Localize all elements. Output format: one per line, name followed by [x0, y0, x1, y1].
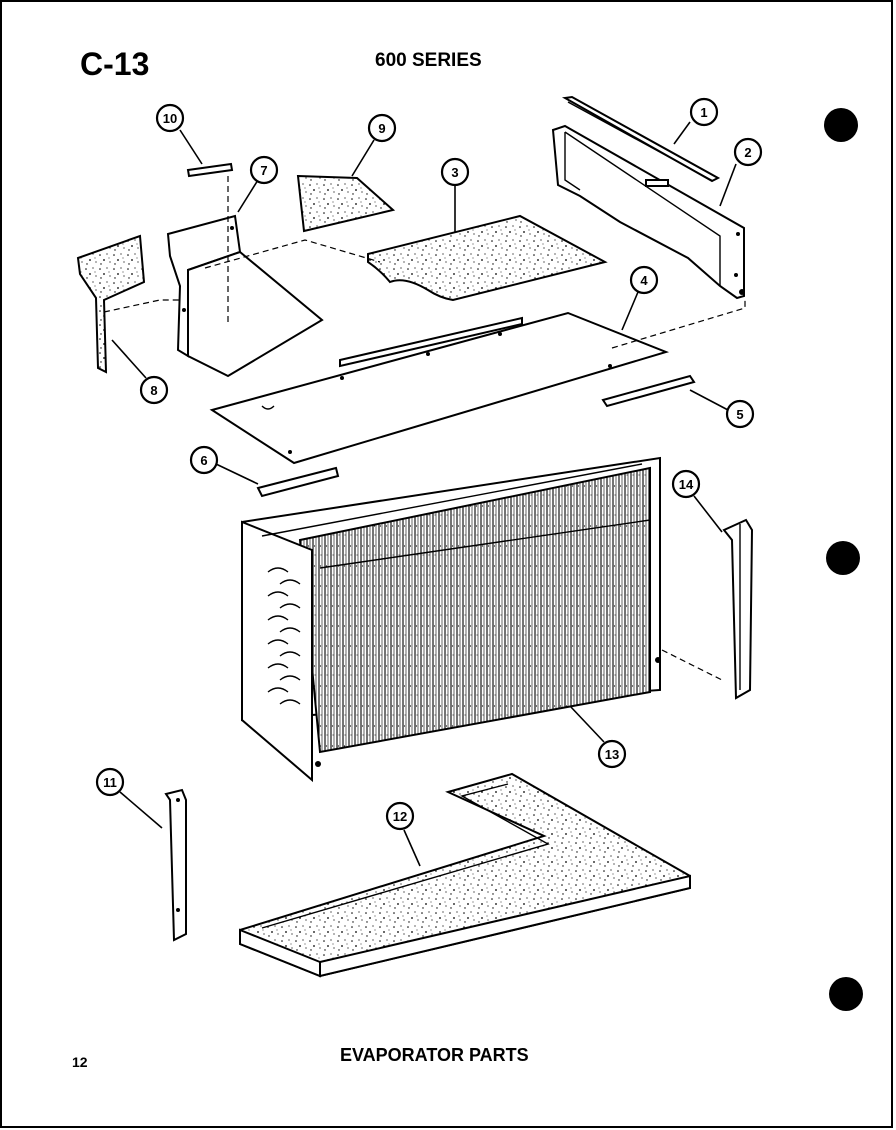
callout-9: 9: [351, 113, 397, 177]
callout-7: 7: [237, 155, 279, 213]
svg-text:3: 3: [451, 165, 458, 180]
part-9-triangle-pad: [296, 174, 396, 233]
part-1-rail: [561, 95, 721, 183]
binder-hole-top: [824, 108, 858, 142]
part-12-base-pan: [239, 772, 691, 978]
part-4-top-cover: [209, 311, 670, 465]
callout-12: 12: [385, 801, 421, 867]
assembly-dashed-lines: [103, 176, 746, 681]
svg-text:10: 10: [163, 111, 177, 126]
series-title: 600 SERIES: [375, 50, 482, 71]
callout-14: 14: [671, 469, 723, 533]
callout-10: 10: [155, 103, 203, 165]
callout-11: 11: [95, 767, 163, 829]
svg-text:9: 9: [378, 121, 385, 136]
part-3-insulation-pad: [367, 214, 608, 302]
part-2-side-panel: [551, 124, 745, 300]
callout-6: 6: [189, 445, 259, 485]
svg-text:7: 7: [260, 163, 267, 178]
callout-8: 8: [111, 339, 169, 405]
callout-3: 3: [440, 157, 470, 232]
svg-text:8: 8: [150, 383, 157, 398]
part-13-evaporator-coil: [241, 456, 661, 783]
svg-text:14: 14: [679, 477, 694, 492]
part-5-strip: [601, 374, 696, 408]
callout-1: 1: [673, 97, 719, 145]
svg-text:12: 12: [393, 809, 407, 824]
part-10-small-strip: [186, 162, 234, 178]
svg-text:4: 4: [640, 273, 648, 288]
svg-text:11: 11: [103, 775, 117, 790]
callout-5: 5: [689, 389, 755, 429]
part-8-left-panel: [76, 234, 146, 374]
binder-hole-middle: [826, 541, 860, 575]
part-11-vertical-bracket: [164, 788, 187, 942]
part-6-strip: [256, 466, 340, 498]
svg-text:6: 6: [200, 453, 207, 468]
part-7-bracket: [166, 214, 324, 378]
part-14-vertical-bracket: [722, 518, 754, 700]
page-code: C-13: [80, 46, 149, 82]
svg-text:5: 5: [736, 407, 743, 422]
callout-4: 4: [621, 265, 659, 331]
callout-13: 13: [569, 705, 627, 769]
footer-title: EVAPORATOR PARTS: [340, 1045, 529, 1065]
callout-2: 2: [719, 137, 763, 207]
page-number: 12: [72, 1054, 88, 1070]
svg-text:2: 2: [744, 145, 751, 160]
binder-hole-bottom: [829, 977, 863, 1011]
svg-text:1: 1: [700, 105, 707, 120]
svg-text:13: 13: [605, 747, 619, 762]
